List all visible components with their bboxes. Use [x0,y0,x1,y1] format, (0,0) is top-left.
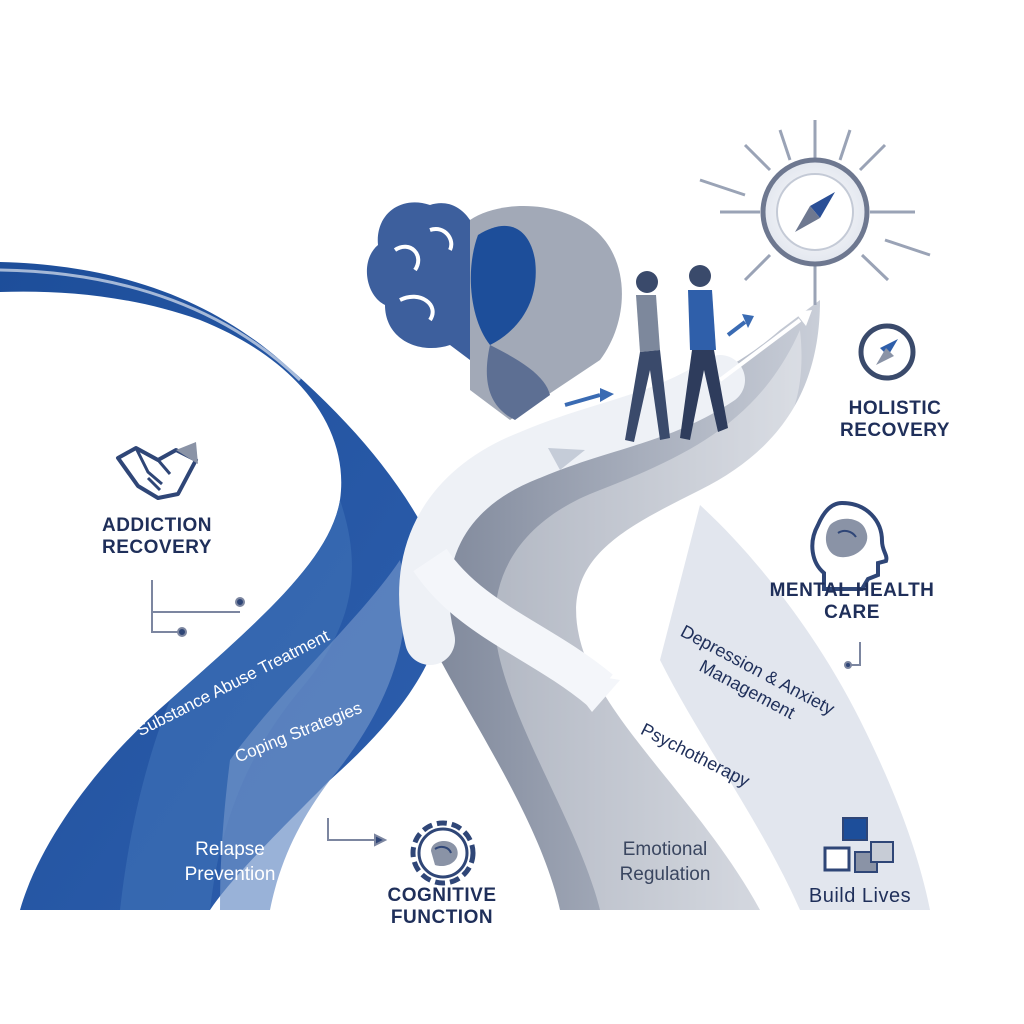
label-holistic-recovery: HOLISTIC RECOVERY [840,398,950,441]
label-cognitive-function: COGNITIVE FUNCTION [387,885,497,928]
connector-mental [844,642,861,669]
head-brain-icon [810,500,889,591]
people-walking-icon [625,265,728,442]
blocks-icon [823,817,894,873]
gear-brain-icon [410,820,476,886]
blue-road [0,262,444,910]
label-mental-health-care: MENTAL HEALTH CARE [769,580,935,623]
label-build-lives: Build Lives [808,885,912,907]
connector-addiction [151,580,388,847]
path-arrows [564,310,812,407]
sun-compass-icon [699,120,931,305]
brain-heart-icon [366,202,622,420]
text-emotional-regulation: Emotional Regulation [619,839,711,885]
text-relapse-prevention: Relapse Prevention [184,839,276,885]
handshake-icon [116,442,198,500]
label-addiction-recovery: ADDICTION RECOVERY [101,515,213,558]
compass-icon [858,323,916,381]
